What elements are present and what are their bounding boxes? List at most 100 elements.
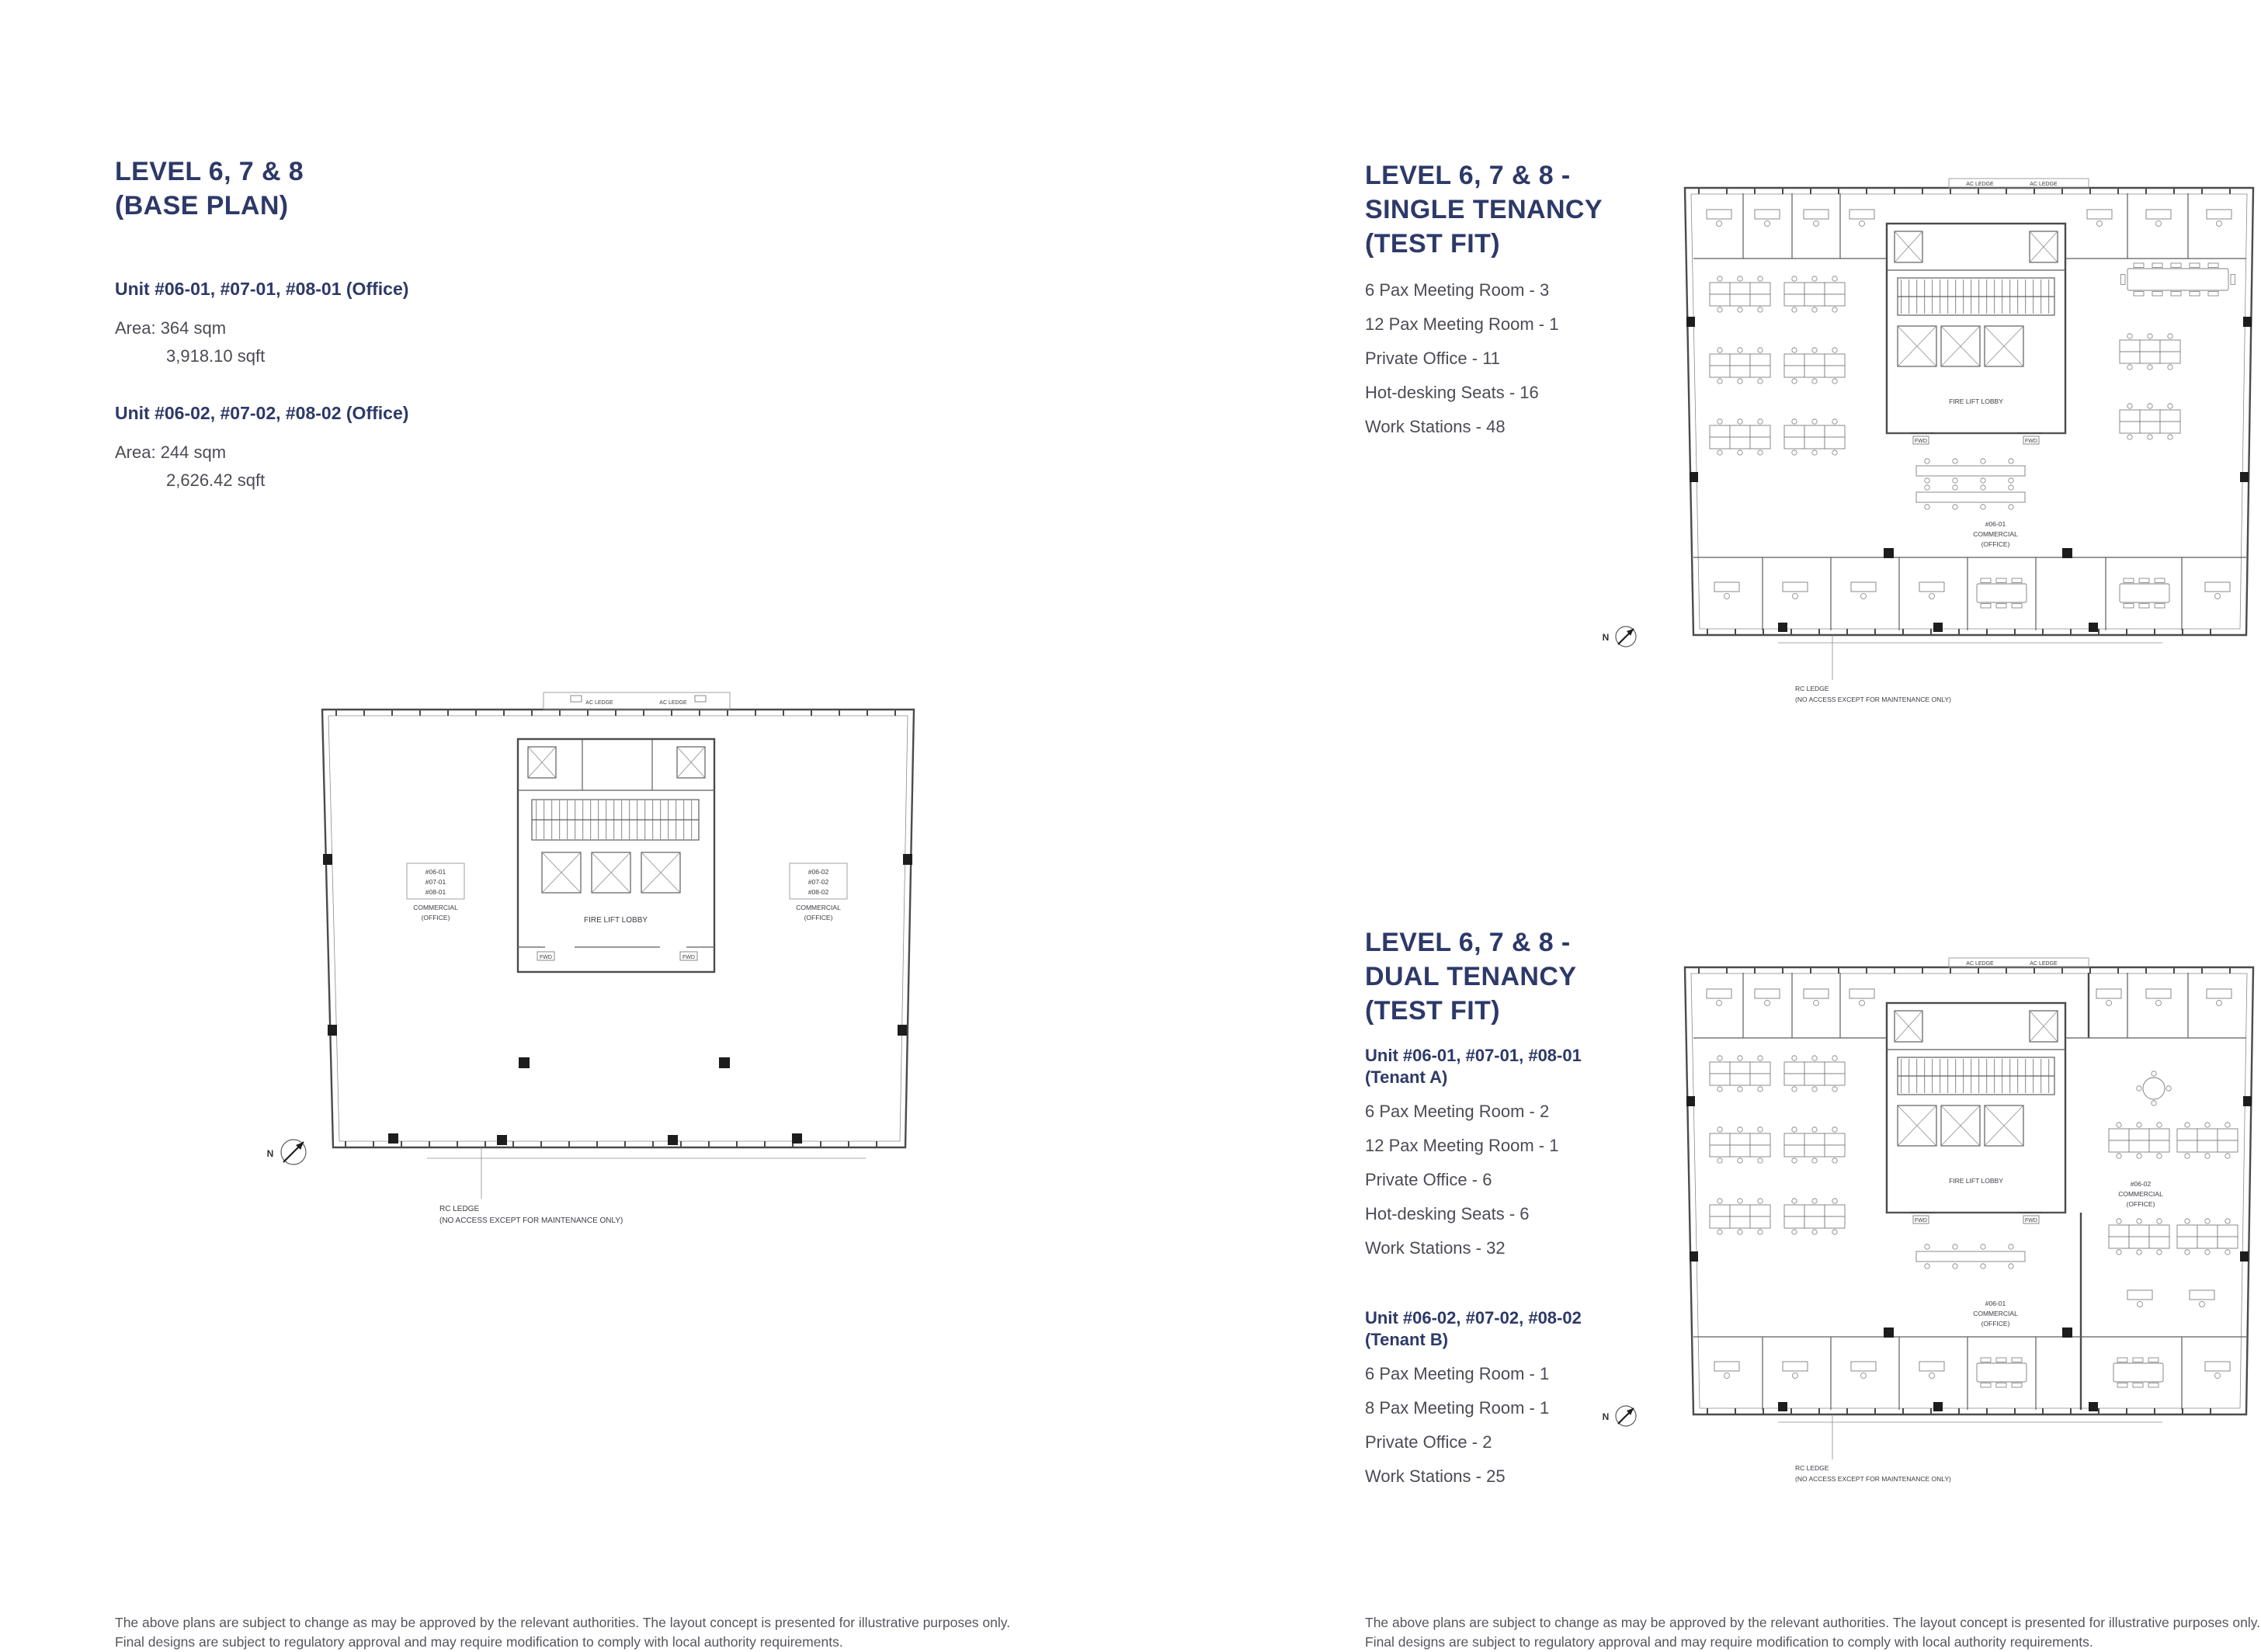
workstation-cluster xyxy=(2108,1122,2170,1159)
private-offices-top xyxy=(1693,193,2246,259)
tenant-heading-line: (Tenant A) xyxy=(1365,1067,1448,1087)
unit-number: #06-02 xyxy=(2131,1180,2152,1188)
ac-ledge: AC LEDGE AC LEDGE xyxy=(1948,957,2089,968)
list-item: Hot-desking Seats - 16 xyxy=(1365,383,1539,402)
unit-type: COMMERCIAL xyxy=(1973,1310,2018,1317)
north-label: N xyxy=(1603,632,1610,643)
meeting-table-6pax xyxy=(1976,1357,2027,1388)
title-line-2: DUAL TENANCY xyxy=(1365,962,1577,992)
rooms-bottom xyxy=(1693,1336,2246,1410)
meeting-table-6pax xyxy=(1976,578,2027,609)
tenant-b-list: 6 Pax Meeting Room - 1 8 Pax Meeting Roo… xyxy=(1365,1357,1549,1494)
dual-tenancy-title: LEVEL 6, 7 & 8 - DUAL TENANCY (TEST FIT) xyxy=(1365,925,1576,1028)
workstation-cluster xyxy=(2176,1218,2238,1255)
title-line-1: LEVEL 6, 7 & 8 xyxy=(115,156,304,186)
unit-number: #06-01 xyxy=(1985,1300,2006,1307)
office-desk xyxy=(1706,988,1732,1006)
open-office-right xyxy=(2119,262,2235,440)
office-desk xyxy=(2204,1361,2231,1379)
structural-columns xyxy=(1686,1096,2252,1411)
fwd-label: FWD xyxy=(2025,439,2037,444)
lift-shaft xyxy=(541,852,582,894)
fire-lift-lobby-label: FIRE LIFT LOBBY xyxy=(584,916,648,925)
workstation-cluster xyxy=(2108,1218,2170,1255)
staircase xyxy=(1897,277,2055,316)
ac-ledge-label: AC LEDGE xyxy=(2030,182,2058,187)
service-lift-shaft xyxy=(1894,231,1923,263)
office-desk xyxy=(2127,1289,2153,1307)
office-desk xyxy=(1782,581,1808,599)
workstation-cluster xyxy=(1709,1055,1771,1092)
rc-ledge-callout: RC LEDGE (NO ACCESS EXCEPT FOR MAINTENAN… xyxy=(1778,1414,2162,1483)
north-arrow: N xyxy=(1603,1405,1637,1427)
tenant-heading-line: Unit #06-01, #07-01, #08-01 xyxy=(1365,1046,1582,1065)
lift-shaft xyxy=(1984,1105,2024,1147)
title-line-1: LEVEL 6, 7 & 8 - xyxy=(1365,161,1571,191)
rc-ledge-label: (NO ACCESS EXCEPT FOR MAINTENANCE ONLY) xyxy=(1795,1475,1951,1483)
unit-type: COMMERCIAL xyxy=(413,904,458,911)
title-line-1: LEVEL 6, 7 & 8 - xyxy=(1365,928,1571,958)
office-desk xyxy=(1754,988,1780,1006)
list-item: Hot-desking Seats - 6 xyxy=(1365,1204,1530,1223)
unit-number: #06-01 xyxy=(1985,520,2006,528)
title-line-3: (TEST FIT) xyxy=(1365,229,1500,259)
rc-ledge-label: (NO ACCESS EXCEPT FOR MAINTENANCE ONLY) xyxy=(439,1216,623,1225)
fwd-label: FWD xyxy=(2025,1218,2037,1223)
tenant-b-open-office xyxy=(2108,1071,2238,1307)
unit-number: #08-02 xyxy=(808,888,829,896)
tenant-a-list: 6 Pax Meeting Room - 2 12 Pax Meeting Ro… xyxy=(1365,1095,1558,1265)
round-meeting-table xyxy=(2136,1071,2172,1106)
office-desk xyxy=(1919,581,1945,599)
single-tenancy-title: LEVEL 6, 7 & 8 - SINGLE TENANCY (TEST FI… xyxy=(1365,158,1603,261)
unit-type: (OFFICE) xyxy=(2127,1200,2155,1208)
list-item: Private Office - 2 xyxy=(1365,1432,1492,1452)
disclaimer-right: The above plans are subject to change as… xyxy=(1365,1613,2260,1652)
unit-label-b: #06-02 COMMERCIAL (OFFICE) xyxy=(2118,1180,2163,1208)
rc-ledge-callout: RC LEDGE (NO ACCESS EXCEPT FOR MAINTENAN… xyxy=(1778,635,2162,703)
title-line-3: (TEST FIT) xyxy=(1365,996,1500,1026)
unit-1-heading: Unit #06-01, #07-01, #08-01 (Office) xyxy=(115,279,409,299)
unit-number: #07-01 xyxy=(425,878,446,886)
list-item: 6 Pax Meeting Room - 3 xyxy=(1365,280,1550,300)
ac-ledge: AC LEDGE AC LEDGE xyxy=(1948,178,2089,189)
office-desk xyxy=(1714,581,1740,599)
ac-ledge-label: AC LEDGE xyxy=(2030,961,2058,967)
unit-number: #08-01 xyxy=(425,888,446,896)
workstation-cluster xyxy=(1709,1198,1771,1235)
workstation-cluster xyxy=(2119,333,2181,370)
fwd-label: FWD xyxy=(540,955,552,960)
list-item: 6 Pax Meeting Room - 1 xyxy=(1365,1364,1550,1383)
single-tenancy-list: 6 Pax Meeting Room - 3 12 Pax Meeting Ro… xyxy=(1365,273,1558,444)
building-outline xyxy=(321,708,915,1149)
hot-desk-bench xyxy=(1915,1244,2026,1269)
unit-2-heading: Unit #06-02, #07-02, #08-02 (Office) xyxy=(115,403,409,423)
ac-ledge-label: AC LEDGE xyxy=(1966,961,1994,967)
workstation-cluster xyxy=(2176,1122,2238,1159)
unit-label-left: #06-01 #07-01 #08-01 COMMERCIAL (OFFICE) xyxy=(406,862,465,921)
staircase xyxy=(1897,1057,2055,1095)
tenant-heading-line: (Tenant B) xyxy=(1365,1330,1449,1349)
meeting-table-12pax xyxy=(2120,262,2235,297)
list-item: Work Stations - 32 xyxy=(1365,1238,1506,1258)
disclaimer-line: Final designs are subject to regulatory … xyxy=(1365,1634,2093,1650)
office-desk xyxy=(1706,209,1732,227)
office-desk xyxy=(1850,581,1877,599)
tenant-a-heading: Unit #06-01, #07-01, #08-01 (Tenant A) xyxy=(1365,1045,1582,1088)
lift-shaft xyxy=(1897,325,1937,367)
office-desk xyxy=(1849,209,1875,227)
workstation-cluster xyxy=(1709,418,1771,456)
office-desk xyxy=(2206,988,2232,1006)
rc-ledge-label: RC LEDGE xyxy=(1795,1464,1829,1472)
unit-type: (OFFICE) xyxy=(1981,1320,2010,1328)
service-lift-shaft xyxy=(527,746,557,779)
office-desk xyxy=(1850,1361,1877,1379)
north-arrow: N xyxy=(1603,626,1637,647)
unit-info-2: Unit #06-02, #07-02, #08-02 (Office) Are… xyxy=(115,402,408,491)
ac-ledge-label: AC LEDGE xyxy=(659,700,687,706)
unit-2-area-sqm: Area: 244 sqm xyxy=(115,442,227,462)
rc-ledge-label: RC LEDGE xyxy=(439,1205,479,1213)
meeting-table-8pax xyxy=(2113,1357,2164,1388)
unit-label: #06-01 COMMERCIAL (OFFICE) xyxy=(1973,520,2018,548)
hot-desking-area xyxy=(1915,458,2026,510)
office-desk xyxy=(1803,209,1829,227)
